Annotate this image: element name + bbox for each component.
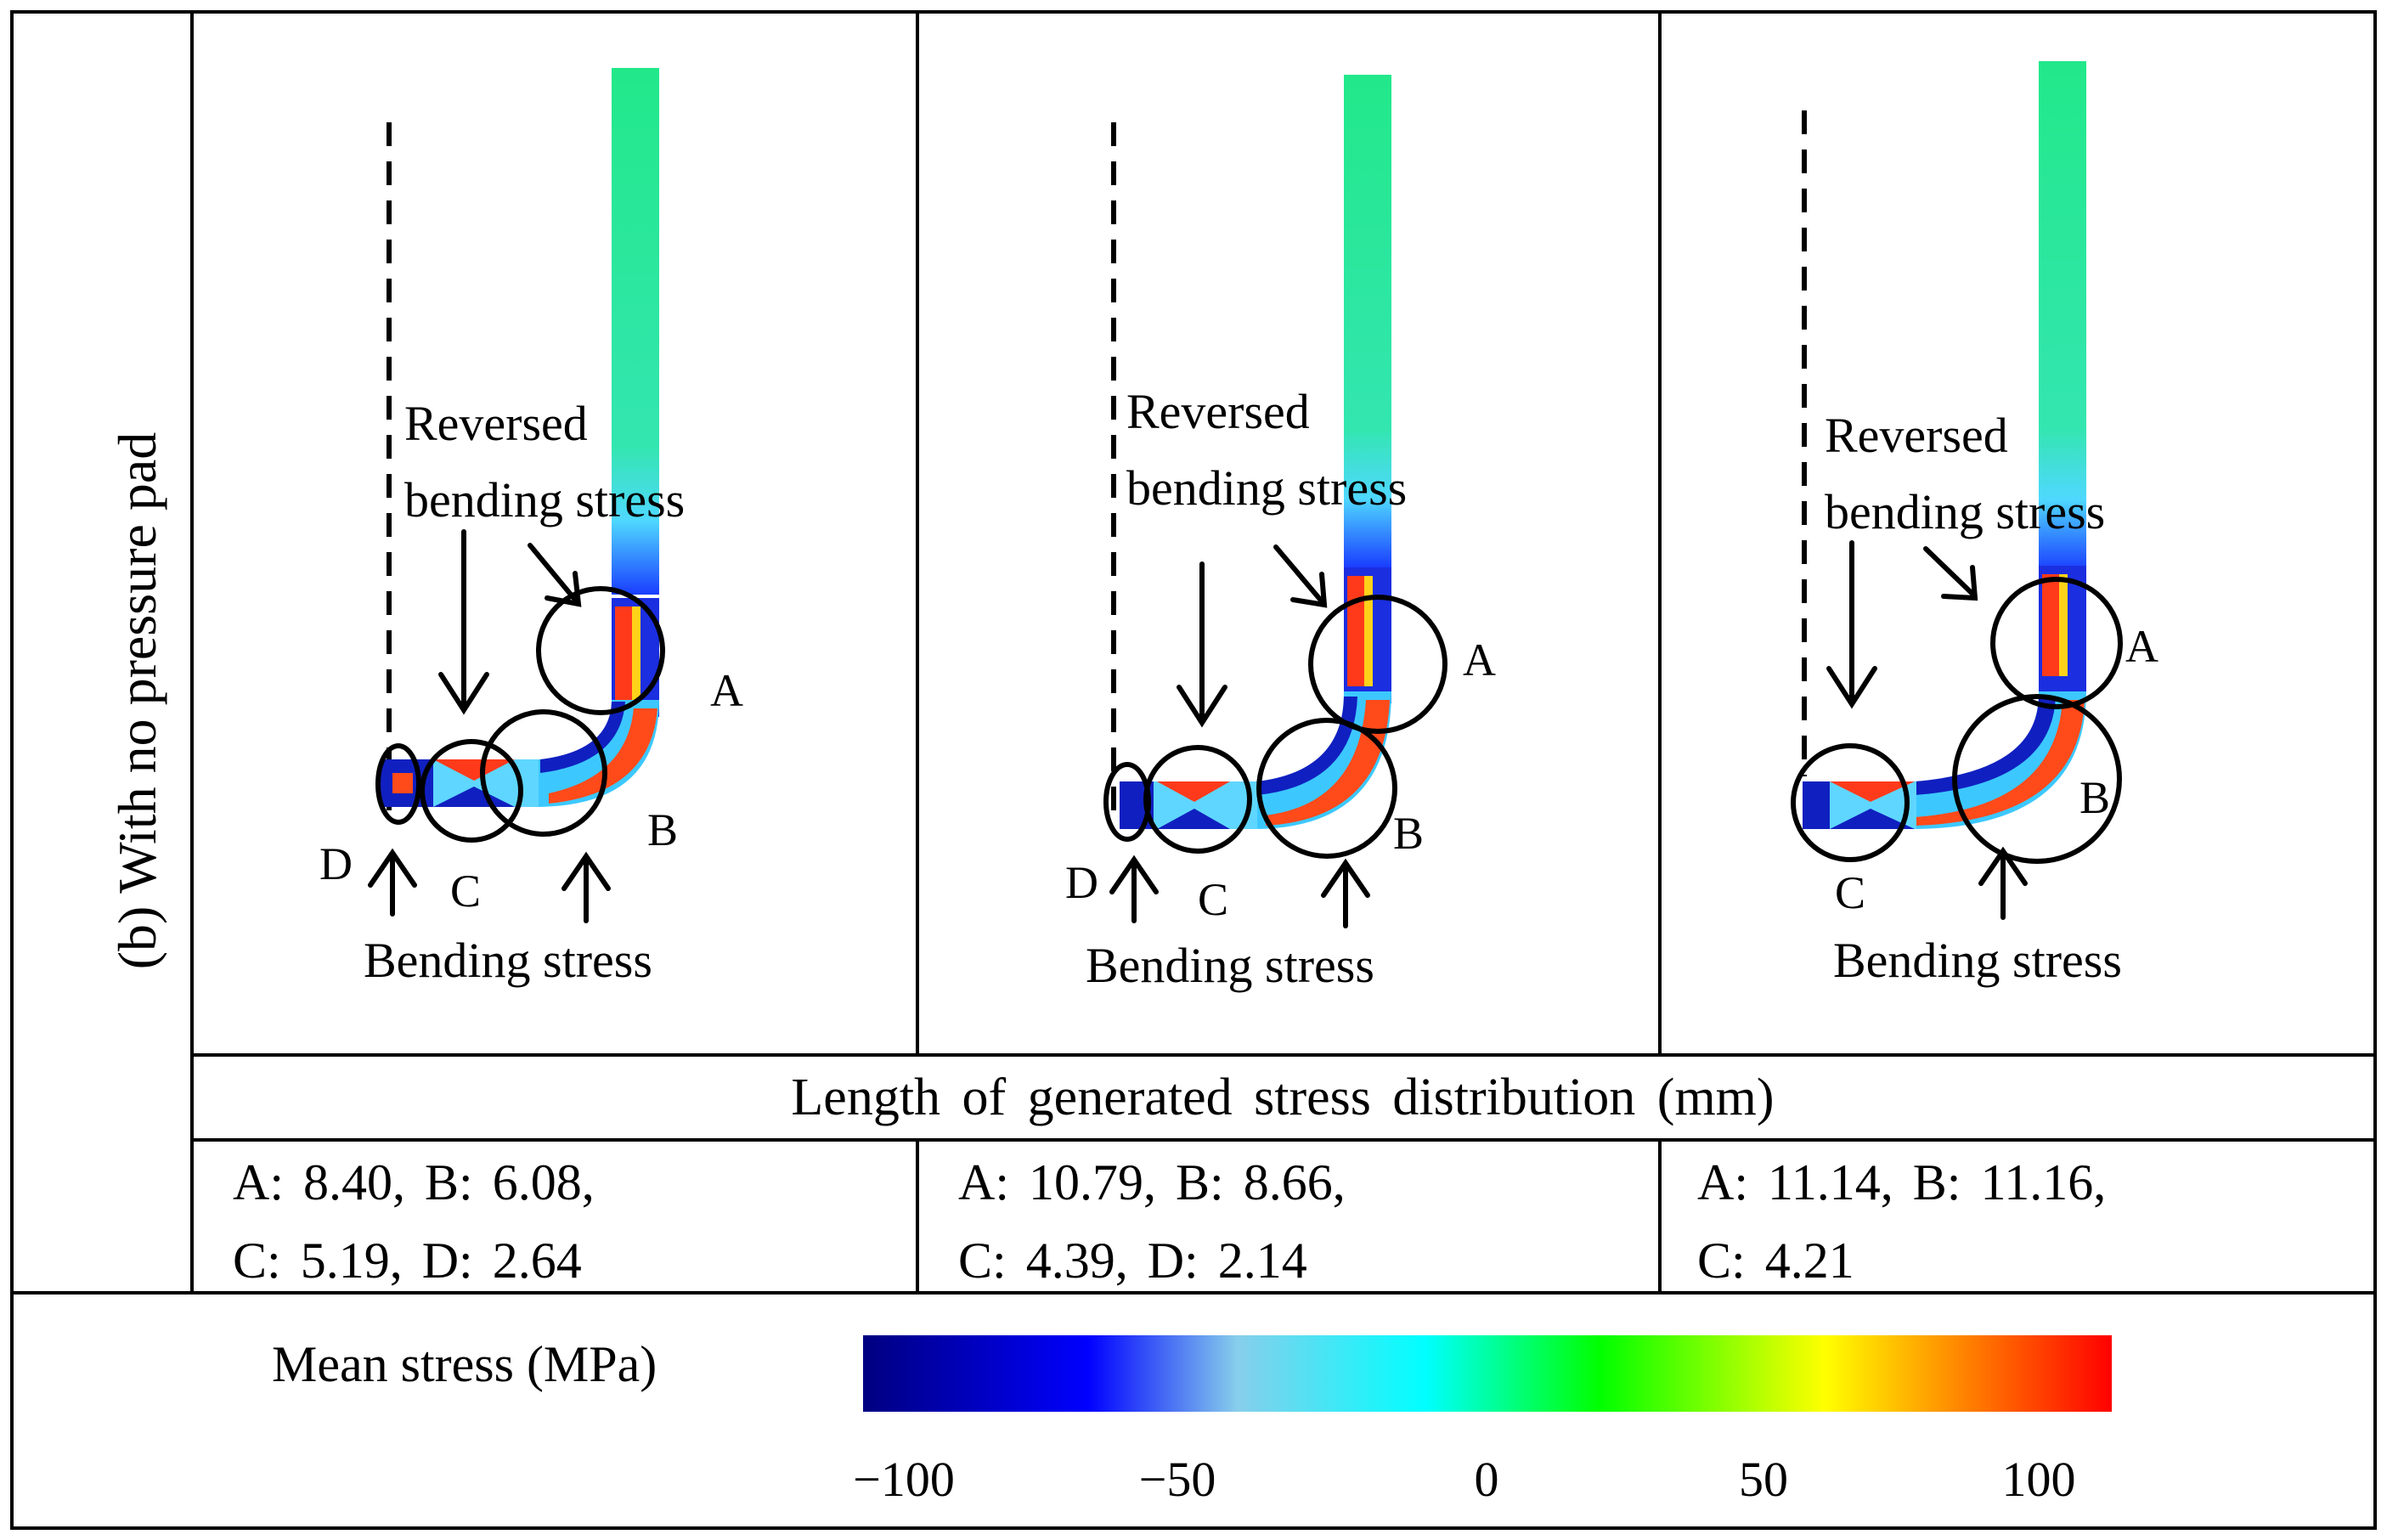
- side-label: (b) With no pressure pad: [107, 432, 167, 970]
- reversed-label-line1: Reversed: [1825, 408, 2008, 463]
- reversed-label-line2: bending stress: [404, 472, 686, 527]
- letter-b: B: [2079, 772, 2111, 823]
- bending-label: Bending stress: [1086, 938, 1374, 993]
- letter-a: A: [1463, 635, 1496, 685]
- length-cell-line2: C: 4.21: [1697, 1233, 1854, 1289]
- colorbar-tick: 100: [2001, 1452, 2076, 1507]
- colorbar-tick: −100: [853, 1452, 955, 1507]
- letter-d: D: [1065, 857, 1098, 908]
- colorbar-tick: 0: [1474, 1452, 1499, 1507]
- length-cell-line1: A: 8.40, B: 6.08,: [233, 1154, 595, 1210]
- length-cell-line1: A: 11.14, B: 11.16,: [1697, 1154, 2107, 1210]
- length-cell-line2: C: 4.39, D: 2.14: [958, 1233, 1307, 1289]
- bending-label: Bending stress: [1833, 933, 2122, 988]
- letter-b: B: [1393, 808, 1425, 859]
- length-cell-2: A: 10.79, B: 8.66, C: 4.39, D: 2.14: [958, 1143, 1346, 1300]
- reversed-label-line1: Reversed: [404, 396, 588, 451]
- stress-panel-2: [1103, 75, 1447, 928]
- reversed-label-line2: bending stress: [1825, 484, 2106, 539]
- colorbar-tick: −50: [1138, 1452, 1216, 1507]
- length-cell-3: A: 11.14, B: 11.16, C: 4.21: [1697, 1143, 2106, 1300]
- length-cell-line1: A: 10.79, B: 8.66,: [958, 1154, 1346, 1210]
- length-cell-line2: C: 5.19, D: 2.64: [233, 1233, 582, 1289]
- letter-c: C: [450, 866, 482, 917]
- bending-label: Bending stress: [364, 933, 652, 988]
- colorbar: [863, 1335, 2112, 1412]
- letter-d: D: [319, 838, 353, 889]
- legend-title: Mean stress (MPa): [272, 1336, 657, 1392]
- stress-panel-1: [368, 68, 665, 923]
- reversed-label-line1: Reversed: [1126, 384, 1310, 439]
- reversed-label-line2: bending stress: [1126, 460, 1408, 516]
- letter-b: B: [647, 804, 679, 855]
- colorbar-tick: 50: [1739, 1452, 1788, 1507]
- length-header: Length of generated stress distribution …: [791, 1068, 1775, 1126]
- stress-panel-3: [1791, 61, 2123, 920]
- letter-a: A: [2125, 621, 2158, 672]
- letter-c: C: [1198, 874, 1229, 925]
- letter-c: C: [1835, 867, 1866, 918]
- length-cell-1: A: 8.40, B: 6.08, C: 5.19, D: 2.64: [233, 1143, 595, 1300]
- letter-a: A: [710, 665, 743, 716]
